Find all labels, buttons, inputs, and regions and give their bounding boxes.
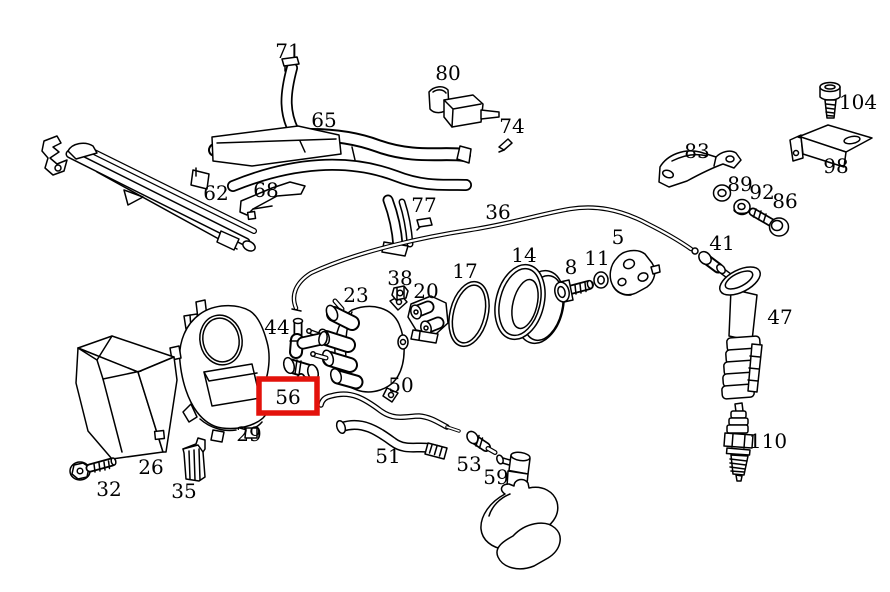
part-77-clip-art	[416, 217, 433, 231]
part-label-50: 50	[388, 373, 413, 397]
reservoir-art	[480, 478, 561, 570]
part-label-59: 59	[483, 465, 508, 489]
part-label-83: 83	[684, 139, 709, 163]
part-104-bolt-art	[819, 81, 841, 119]
part-label-56-highlighted[interactable]: 56	[275, 385, 300, 409]
part-62-rail-art	[41, 135, 257, 252]
part-110-spark-plug-art	[723, 402, 754, 482]
part-label-14: 14	[511, 243, 536, 267]
part-47-plug-boot-art	[719, 266, 763, 400]
part-36-cable-art	[291, 205, 699, 312]
part-label-23: 23	[343, 283, 368, 307]
part-label-98: 98	[823, 154, 848, 178]
part-65-frame-art	[208, 56, 472, 257]
part-label-17: 17	[452, 259, 477, 283]
part-53-fitting-art	[466, 430, 498, 455]
part-label-53: 53	[456, 452, 481, 476]
part-20-mount-art	[407, 295, 449, 344]
part-44-fittings-art	[282, 317, 328, 392]
part-label-51: 51	[375, 444, 400, 468]
part-92-nut-art	[733, 198, 751, 216]
part-14-cap-art	[494, 263, 565, 345]
part-label-110: 110	[749, 429, 787, 453]
part-label-26: 26	[138, 455, 163, 479]
part-labels: 71 65 62 68 80 74 77 36 104 98 83 89 92 …	[96, 39, 877, 503]
part-label-80: 80	[435, 61, 460, 85]
part-51-hose-art	[335, 419, 448, 460]
part-label-38: 38	[387, 266, 412, 290]
highlight-box-part-56[interactable]	[256, 376, 320, 416]
part-label-36: 36	[485, 200, 510, 224]
part-17-oring-art	[448, 280, 490, 348]
part-label-89: 89	[727, 172, 752, 196]
part-26-cover-art	[75, 335, 178, 460]
part-label-47: 47	[767, 305, 792, 329]
part-80-bracket-art	[428, 86, 500, 128]
part-label-20: 20	[413, 279, 438, 303]
part-label-35: 35	[171, 479, 196, 503]
part-label-62: 62	[203, 181, 228, 205]
part-label-104: 104	[839, 90, 877, 114]
part-5-bracket-art	[609, 249, 661, 296]
part-label-8: 8	[565, 255, 578, 279]
part-11-washer-art	[593, 271, 609, 289]
part-50-hose-art	[318, 391, 461, 433]
part-68-bracket-art	[239, 181, 306, 221]
part-label-11: 11	[584, 246, 609, 270]
part-label-5: 5	[612, 225, 625, 249]
part-8-bolt-art	[554, 279, 594, 303]
part-83-strap-art	[658, 150, 742, 188]
part-label-77: 77	[411, 193, 436, 217]
part-86-bolt-art	[748, 207, 790, 237]
part-98-bracket-art	[789, 124, 873, 168]
part-89-washer-art	[712, 184, 732, 202]
part-32-bolt-art	[69, 457, 117, 481]
part-label-92: 92	[749, 180, 774, 204]
part-label-44: 44	[264, 315, 289, 339]
part-label-74: 74	[499, 114, 524, 138]
part-label-32: 32	[96, 477, 121, 501]
part-74-clip-art	[498, 138, 513, 153]
part-35-clip-art	[182, 437, 206, 482]
part-38-nut-art	[391, 285, 409, 301]
part-label-71: 71	[275, 39, 300, 63]
part-29-housing-art	[169, 299, 270, 443]
part-label-29: 29	[236, 422, 261, 446]
part-label-41: 41	[709, 231, 734, 255]
part-label-65: 65	[311, 108, 336, 132]
part-label-68: 68	[253, 178, 278, 202]
part-label-86: 86	[772, 189, 797, 213]
